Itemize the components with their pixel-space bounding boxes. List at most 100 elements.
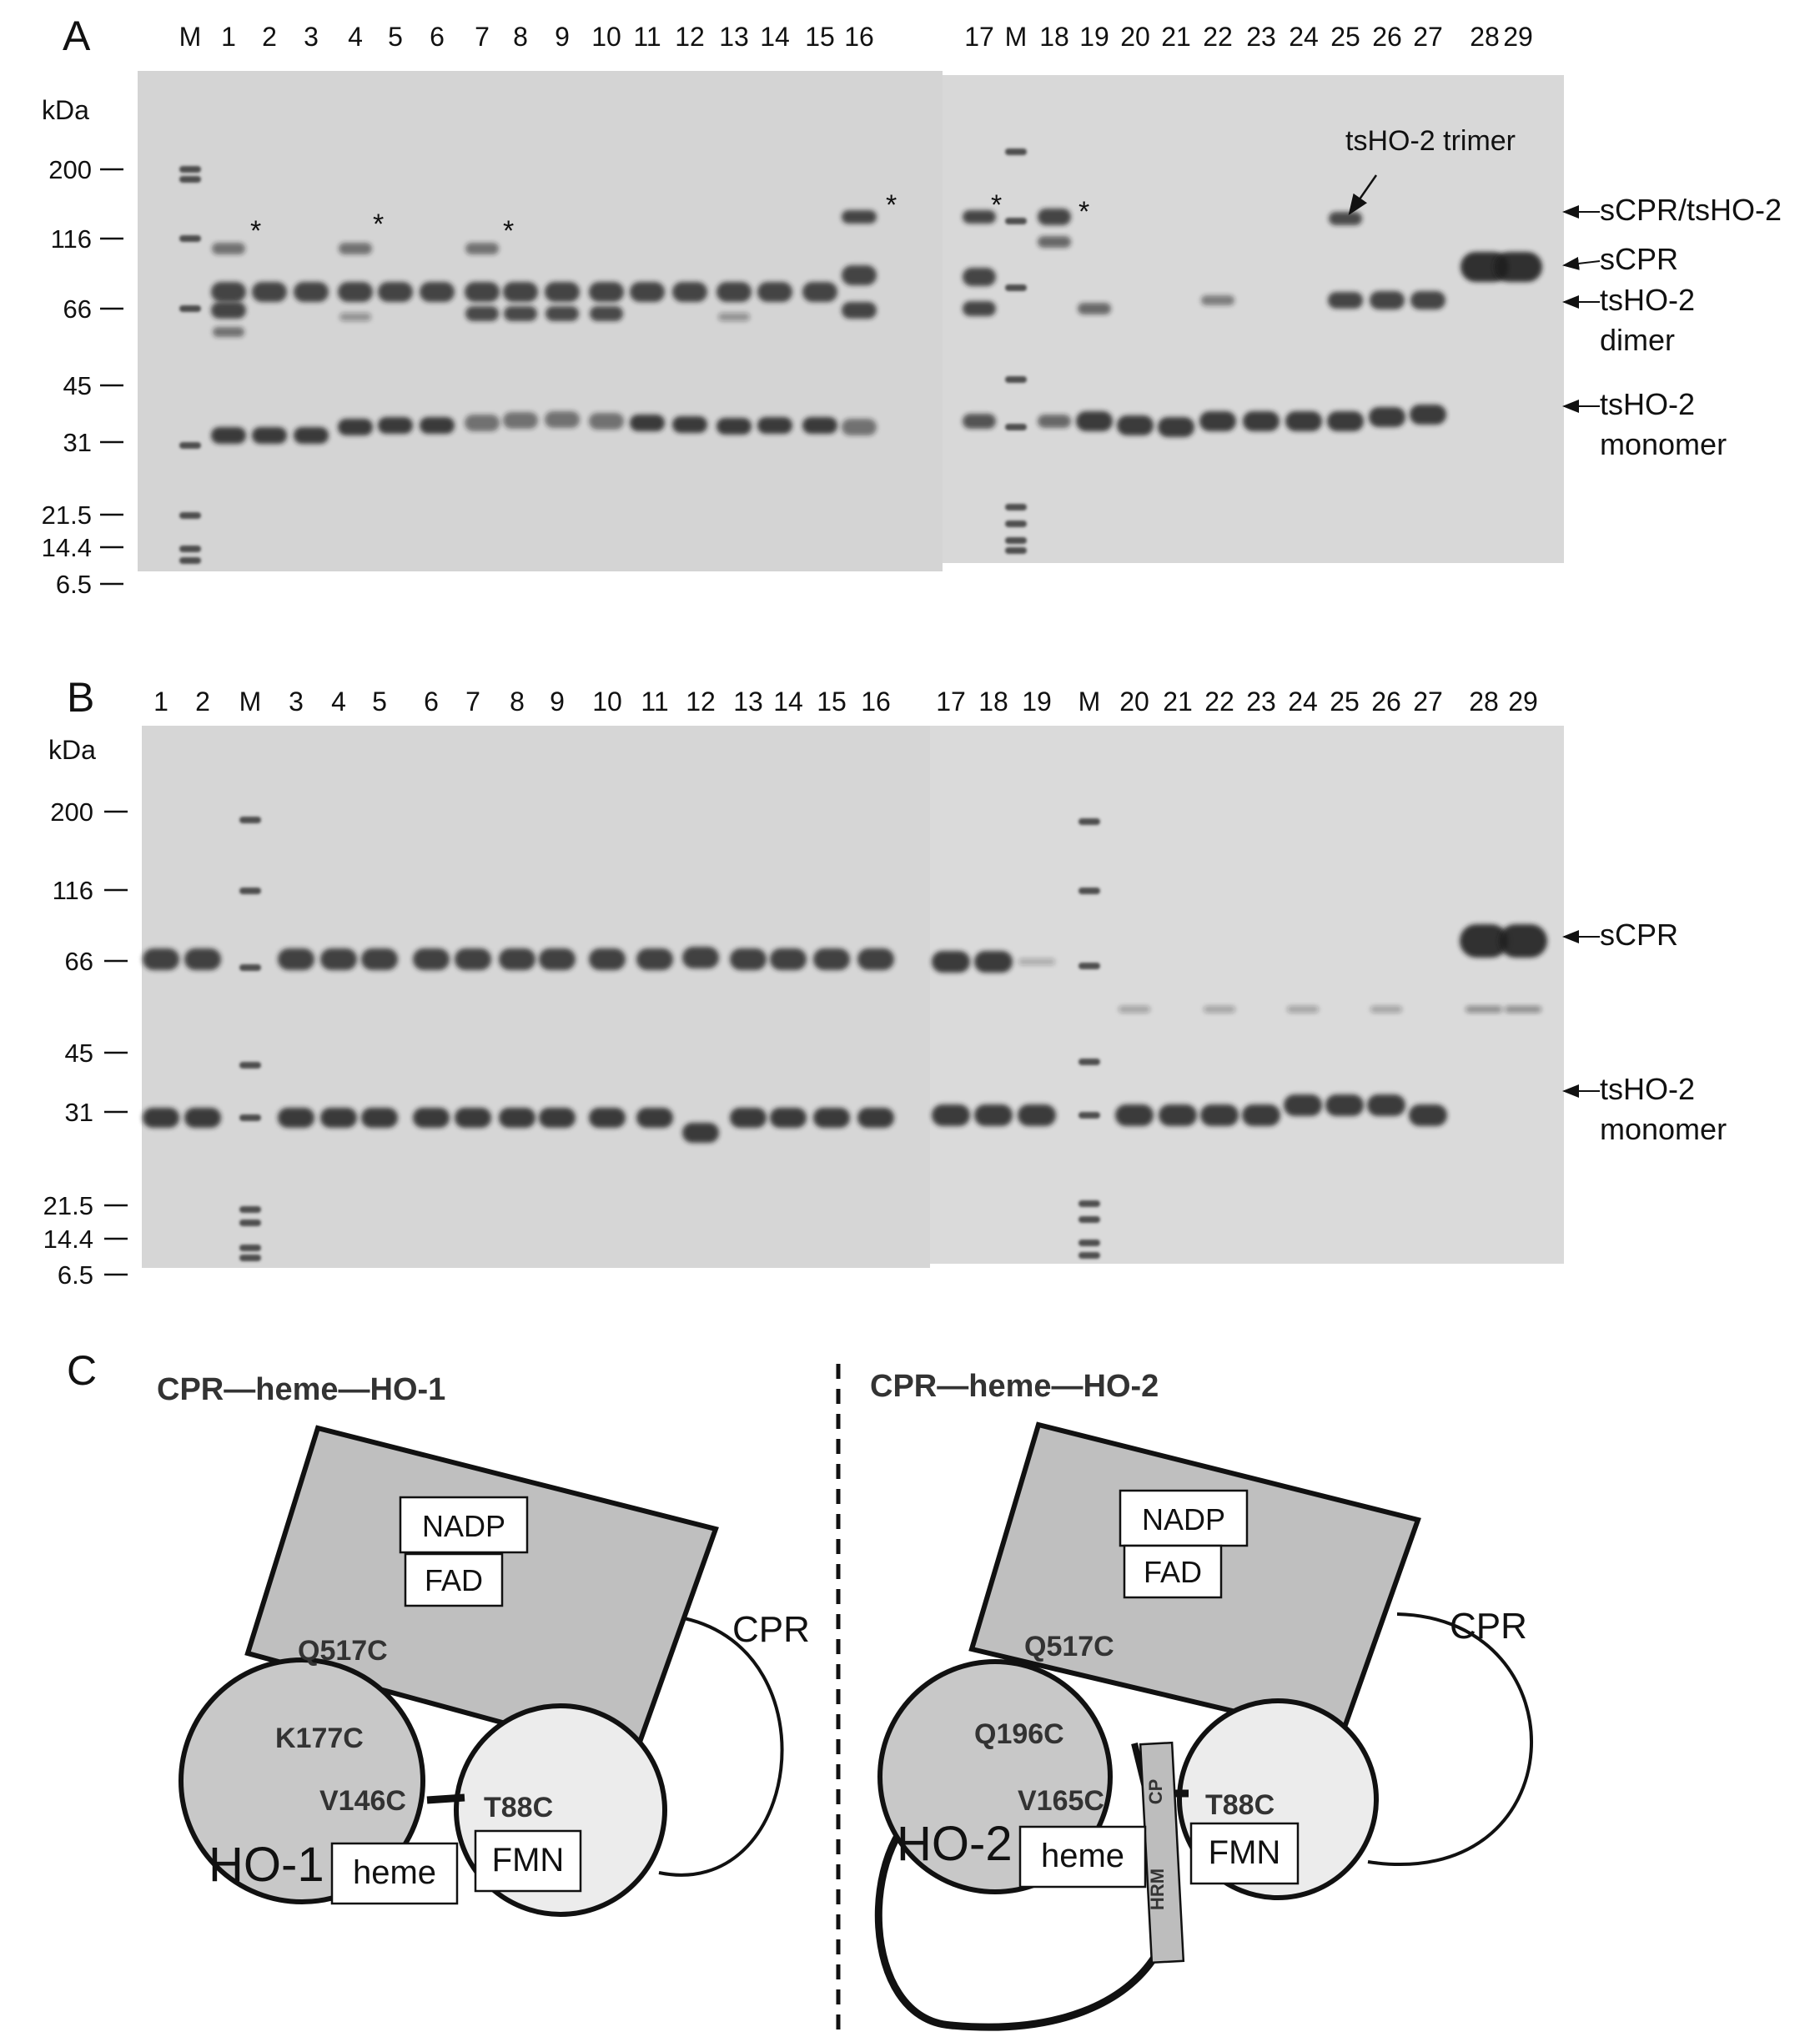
- gel-band: [339, 313, 371, 321]
- marker-band: [239, 1245, 261, 1251]
- gel-band: [499, 948, 535, 970]
- gel-band: [963, 210, 996, 224]
- fad-label: FAD: [425, 1563, 483, 1597]
- panel-a-asterisks: * * * * * *: [250, 189, 1089, 247]
- gel-band: [1410, 291, 1445, 309]
- gel-band: [184, 1108, 221, 1128]
- gel-band: [770, 1108, 807, 1128]
- marker-label: 21.5: [43, 1191, 93, 1220]
- panel-b-label: B: [67, 674, 94, 721]
- gel-band: [212, 243, 245, 254]
- gel-band: [672, 416, 707, 433]
- lane-label: 17: [964, 22, 994, 52]
- panel-b-kda-label: kDa: [48, 735, 96, 765]
- gel-band: [213, 327, 244, 337]
- lane-label: 29: [1508, 687, 1538, 717]
- gel-band: [813, 1108, 850, 1128]
- asterisk: *: [503, 215, 514, 247]
- lane-label: 17: [936, 687, 966, 717]
- gel-band: [963, 301, 996, 316]
- lane-label: 1: [221, 22, 236, 52]
- gel-band: [842, 265, 877, 285]
- lane-label: M: [1005, 22, 1028, 52]
- lane-label: 16: [861, 687, 891, 717]
- marker-band: [1005, 504, 1027, 510]
- gel-band: [716, 418, 752, 435]
- gel-band: [545, 282, 580, 302]
- gel-band: [932, 951, 970, 973]
- ho1-label: HO-1: [209, 1838, 324, 1892]
- q517c-label: Q517C: [1024, 1631, 1114, 1662]
- gel-band: [589, 413, 624, 430]
- gel-band: [1038, 236, 1071, 248]
- lane-label: 5: [372, 687, 387, 717]
- dimer-label-line1: tsHO-2: [1600, 283, 1695, 317]
- ho2-c-terminal-tail: [874, 1803, 1159, 2031]
- gel-band: [1117, 415, 1154, 435]
- asterisk: *: [991, 189, 1002, 221]
- marker-band: [239, 1114, 261, 1121]
- marker-band: [239, 964, 261, 971]
- marker-band: [239, 888, 261, 894]
- cpr-hinge-loop: [1367, 1612, 1533, 1866]
- marker-band: [1078, 888, 1100, 894]
- heme-label: heme: [353, 1854, 436, 1891]
- gel-band: [1287, 1006, 1319, 1013]
- gel-band: [770, 948, 807, 970]
- gel-band: [545, 411, 580, 428]
- gel-band: [455, 1108, 491, 1128]
- gel-band: [545, 306, 579, 321]
- lane-label: 25: [1330, 22, 1360, 52]
- gel-band: [682, 947, 719, 968]
- gel-band: [294, 282, 329, 302]
- gel-band: [1243, 411, 1280, 431]
- lane-label: 8: [510, 687, 525, 717]
- gel-band: [339, 243, 372, 254]
- fmn-label: FMN: [492, 1842, 565, 1879]
- gel-band: [1285, 411, 1322, 431]
- lane-label: 25: [1330, 687, 1360, 717]
- asterisk: *: [1078, 196, 1089, 228]
- gel-band: [420, 282, 455, 302]
- gel-band: [1201, 295, 1234, 305]
- marker-band: [1078, 1216, 1100, 1223]
- lane-label: 26: [1371, 687, 1401, 717]
- marker-label: 200: [50, 797, 93, 827]
- gel-band: [730, 948, 767, 970]
- fad-box: [404, 1552, 504, 1607]
- marker-band: [1078, 1240, 1100, 1246]
- gel-band: [1325, 1094, 1364, 1116]
- lane-label: 2: [262, 22, 277, 52]
- gel-band: [1158, 417, 1194, 437]
- panel-a-gel-right: [943, 75, 1564, 563]
- v146c-t88c-linker: [426, 1793, 465, 1804]
- fmn-box: [474, 1829, 582, 1893]
- gel-band: [716, 282, 752, 302]
- crosslink-label: sCPR/tsHO-2: [1600, 193, 1782, 227]
- panel-a-kda-label: kDa: [42, 95, 89, 125]
- gel-band: [842, 210, 877, 224]
- lane-label: 24: [1288, 687, 1318, 717]
- gel-band: [857, 1108, 894, 1128]
- marker-band: [1005, 547, 1027, 554]
- marker-label: 31: [63, 428, 92, 457]
- marker-band: [179, 546, 201, 552]
- gel-band: [932, 1104, 970, 1126]
- gel-band: [1327, 411, 1364, 431]
- lane-label: 13: [733, 687, 763, 717]
- gel-band: [963, 414, 996, 429]
- lane-label: 23: [1246, 22, 1276, 52]
- gel-band: [813, 948, 850, 970]
- marker-label: 31: [65, 1098, 93, 1127]
- gel-band: [1328, 292, 1363, 309]
- gel-band: [1410, 405, 1446, 425]
- nadp-label: NADP: [422, 1509, 505, 1543]
- cpr-label: CPR: [1450, 1606, 1527, 1647]
- v165c-label: V165C: [1018, 1785, 1104, 1817]
- gel-band: [757, 417, 792, 434]
- lane-label: 15: [817, 687, 847, 717]
- gel-band: [320, 948, 357, 970]
- scpr-arrow: [1562, 256, 1601, 270]
